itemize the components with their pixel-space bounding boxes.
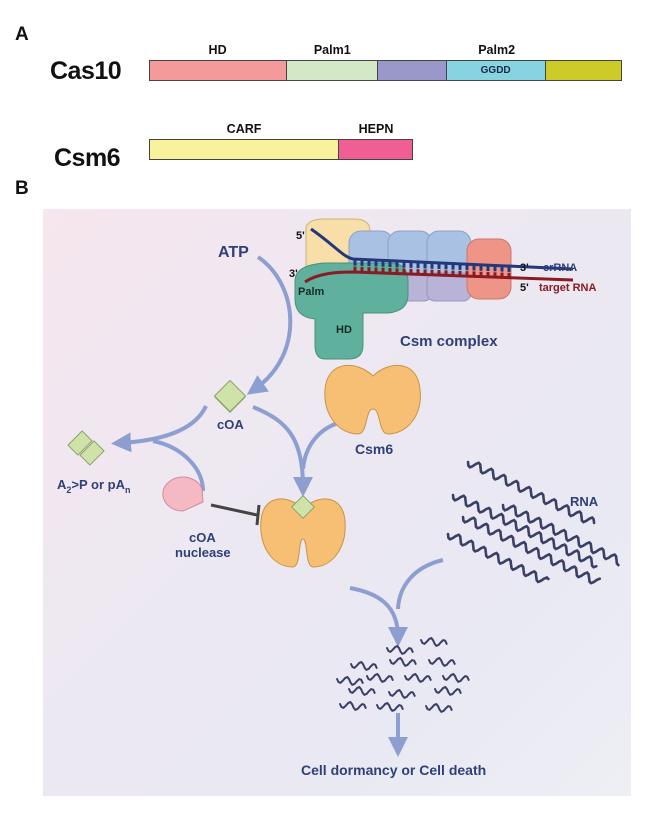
coa-nuclease-label-1: cOA: [189, 530, 216, 545]
cleaved-coa-product: [67, 430, 105, 466]
rna-strand: [446, 532, 550, 584]
rna-fragment: [425, 702, 453, 713]
csm6-to-active-arrow: [301, 419, 346, 470]
rna-fragment: [348, 685, 376, 696]
activated-csm6-icon: [260, 498, 346, 568]
target-rna-label: target RNA: [539, 282, 597, 294]
product-sub1: 2: [66, 485, 71, 495]
panel-b-letter: B: [15, 178, 29, 199]
rna-fragment: [339, 700, 367, 711]
domain-segment: [338, 140, 412, 159]
crrna-5prime-label: 5': [296, 230, 305, 242]
panel-a-letter: A: [15, 24, 29, 45]
pathway-diagram: 5' 3' Palm HD 3' crRNA 5' target RNA Csm…: [57, 218, 620, 778]
crrna-strand: [310, 227, 574, 271]
rna-fragment: [420, 636, 448, 647]
rna-strand: [451, 493, 598, 569]
rna-strands: [446, 460, 620, 585]
domain-label: HEPN: [358, 122, 394, 136]
coa-nuclease-icon: [162, 476, 204, 512]
rna-strand: [461, 515, 602, 585]
rna-fragment: [350, 660, 378, 671]
cleaved-rna-fragments: [336, 636, 470, 713]
cas10-name: Cas10: [50, 57, 122, 85]
target-3prime-label: 3': [289, 268, 298, 280]
rna-fragment: [428, 656, 456, 667]
domain-segment: [545, 61, 621, 80]
nuclease-to-arrow-line: [152, 439, 205, 492]
outcome-label: Cell dormancy or Cell death: [301, 762, 486, 778]
product-sub2: n: [125, 485, 131, 495]
rna-fragment: [388, 688, 416, 699]
pathway-panel: 5' 3' Palm HD 3' crRNA 5' target RNA Csm…: [43, 209, 631, 796]
rna-fragment: [389, 656, 417, 667]
rna-strand: [466, 460, 596, 525]
rna-fragment: [434, 685, 462, 696]
rna-fragment: [404, 672, 432, 683]
crrna-label: crRNA: [543, 262, 577, 274]
coa-label: cOA: [217, 417, 244, 432]
cas10-domain-bar: GGDD: [149, 60, 622, 81]
hd-label: HD: [336, 324, 352, 336]
rna-fragment: [376, 701, 404, 712]
base-pair-ladder: [353, 259, 511, 278]
domain-label: Palm2: [478, 43, 516, 57]
coa-to-csm6-arrow: [252, 405, 313, 497]
rna-fragment: [336, 675, 364, 686]
csm6-icon: [324, 364, 421, 435]
inhibition-bar: [255, 504, 261, 526]
inhibition-line: [210, 503, 258, 517]
palm-label: Palm: [298, 286, 325, 298]
csm6-domain-bar: [149, 139, 413, 160]
product-main: A: [57, 477, 67, 492]
csm-complex-label: Csm complex: [400, 333, 498, 350]
coa-nuclease-label-2: nuclease: [175, 545, 231, 560]
domain-segment: GGDD: [446, 61, 546, 80]
product-mid: >P or pA: [71, 477, 125, 492]
target-5prime-label: 5': [520, 282, 529, 294]
domain-segment: [150, 140, 339, 159]
domain-label: CARF: [226, 122, 262, 136]
csm6-label: Csm6: [355, 441, 393, 457]
bound-coa: [290, 494, 316, 520]
domain-label: HD: [208, 43, 227, 57]
domain-segment: [286, 61, 379, 80]
rna-to-cleave-line: [396, 558, 444, 610]
rna-label: RNA: [570, 494, 599, 509]
rna-fragment: [442, 672, 470, 683]
domain-segment: [150, 61, 287, 80]
crrna-3prime-label: 3': [520, 262, 529, 274]
target-rna-strand: [304, 270, 574, 284]
domain-label: Palm1: [313, 43, 351, 57]
coa-molecule: [213, 379, 247, 413]
csm6-cleave-arrow: [349, 586, 408, 647]
rna-strand: [501, 503, 620, 567]
coa-degradation-arrow: [111, 405, 208, 453]
csm-complex: 5' 3' Palm HD 3' crRNA 5' target RNA Csm…: [289, 218, 597, 360]
product-label: A2>P or pAn: [57, 477, 131, 495]
csm6-name: Csm6: [54, 144, 121, 172]
atp-to-coa-arrow: [246, 255, 293, 395]
domain-segment: [378, 61, 447, 80]
atp-label: ATP: [218, 244, 249, 261]
rna-fragment: [366, 672, 394, 683]
rna-fragment: [386, 644, 414, 655]
